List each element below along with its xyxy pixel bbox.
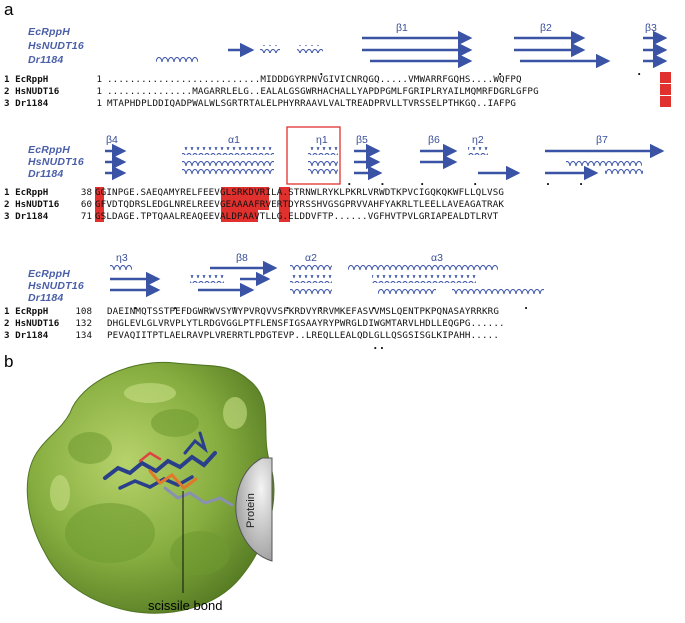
panel-b-letter: b [4, 352, 14, 371]
surface-shading [65, 409, 230, 575]
ss-label: β8 [236, 252, 248, 264]
ss-label: α3 [431, 252, 443, 264]
ss-label: η3 [116, 252, 128, 264]
seq-row-label: 3 Dr1184 [4, 330, 49, 341]
seq-row-label: 1 EcRppH [4, 74, 49, 85]
seq-row-label: 2 HsNUDT16 [4, 199, 60, 210]
protein-partner-label: Protein [245, 493, 257, 528]
helix-dr-b2f [605, 169, 643, 177]
seq-row: DHGLEVLGLVRVPLYTLRDGVGGLPTFLENSFIGSAAYRY… [107, 318, 505, 329]
helix-hs-b3d [290, 275, 332, 283]
panel-a-letter: a [4, 0, 14, 19]
ss-label: β3 [645, 22, 657, 34]
ss-label: β1 [396, 22, 408, 34]
seq-row-label: 2 HsNUDT16 [4, 86, 60, 97]
ss-label: β5 [356, 134, 368, 146]
seq-row: GFVDTQDRSLEDGLNRELREEVGEAAAAFRVERTDYRSSH… [95, 199, 505, 210]
helix-dr-b2b [308, 169, 338, 177]
helix-ec-alpha1 [182, 147, 274, 155]
helix-dr-b3e [452, 286, 544, 294]
conserved-highlight [660, 72, 671, 83]
conserved-highlight [279, 187, 290, 222]
seq-row-label: 3 Dr1184 [4, 211, 49, 222]
helix-hs-b2b [308, 158, 338, 166]
seq-row-start: 71 [80, 211, 92, 222]
ss-label: β2 [540, 22, 552, 34]
ligand-sticks [103, 431, 234, 507]
helix-dr1184-b1 [156, 56, 198, 64]
ss-label: α2 [305, 252, 317, 264]
helix-hs-b1 [260, 45, 280, 53]
ss-label: β7 [596, 134, 608, 146]
surface-highlights [50, 383, 247, 511]
protein-name-hsnudt16: HsNUDT16 [28, 40, 84, 52]
helix-hs-b1b [297, 45, 323, 53]
seq-row: DAEINMQTSSTPEFDGWRWVSYWYPVRQVVSFKRDVYRRV… [107, 306, 500, 317]
helix-ec-eta1 [308, 147, 338, 155]
conserved-highlight [258, 187, 269, 210]
seq-row-label: 3 Dr1184 [4, 98, 49, 109]
ss-label: β6 [428, 134, 440, 146]
seq-row: ...........................MIDDDGYRPNVGI… [107, 74, 522, 85]
helix-hs-b2a [182, 158, 274, 166]
seq-row-start: 1 [96, 86, 102, 97]
ss-label: α1 [228, 134, 240, 146]
seq-row-start: 132 [75, 318, 92, 329]
ss-label: β4 [106, 134, 118, 146]
seq-row: MTAPHDPLDDIQADPWALWLSGRTRTALELPHYRRAAVLV… [107, 98, 517, 109]
conservation-dots: . . . [318, 65, 643, 78]
seq-row-label: 1 EcRppH [4, 187, 49, 198]
helix-ec-eta2 [468, 147, 488, 155]
conserved-highlight [660, 84, 671, 95]
seq-row-label: 2 HsNUDT16 [4, 318, 60, 329]
protein-name-dr1184: Dr1184 [28, 54, 64, 66]
seq-row-start: 134 [75, 330, 92, 341]
seq-row-start: 60 [80, 199, 92, 210]
conservation-dots: . . . . . . . [132, 299, 530, 312]
seq-row-start: 108 [75, 306, 92, 317]
protein-name-ecrpph: EcRppH [28, 26, 71, 38]
helix-ec-alpha2 [290, 264, 332, 272]
seq-row: PEVAQIITPTLAELRAVPLVRERRTLPDGTEVP..LREQL… [107, 330, 500, 341]
seq-row: GGINPGE.SAEQAMYRELFEEVGLSRKDVRILA.STRNWL… [95, 187, 505, 198]
helix-dr-b3c [290, 286, 332, 294]
helix-dr-b3d [378, 286, 436, 294]
conserved-highlight [95, 187, 104, 222]
seq-row: ...............MAGARRLELG..EALALGSGWRHAC… [107, 86, 539, 97]
seq-row-start: 38 [80, 187, 92, 198]
conserved-highlight [660, 96, 671, 107]
helix-ec-alpha3 [348, 264, 498, 272]
protein-name-hsnudt16: HsNUDT16 [28, 280, 84, 292]
conservation-dots: . . . . . . [346, 175, 585, 188]
helix-hs-b3b [190, 275, 224, 283]
helix-hs-b3e [372, 275, 476, 283]
protein-surface-structure [26, 361, 275, 614]
ss-label: η2 [472, 134, 484, 146]
helix-hs-b2e [566, 158, 642, 166]
helix-ec-eta3 [110, 264, 132, 272]
protein-name-ecrpph: EcRppH [28, 268, 71, 280]
scissile-bond-label: scissile bond [148, 598, 223, 613]
ss-label: η1 [316, 134, 328, 146]
conservation-dots: .. [372, 339, 386, 352]
conserved-highlight [221, 187, 258, 222]
protein-name-ecrpph: EcRppH [28, 144, 71, 156]
secondary-structure-graphics [95, 30, 671, 298]
helix-dr-b2a [182, 169, 274, 177]
seq-row-start: 1 [96, 98, 102, 109]
seq-row-label: 1 EcRppH [4, 306, 49, 317]
seq-row-start: 1 [96, 74, 102, 85]
protein-name-hsnudt16: HsNUDT16 [28, 156, 84, 168]
seq-row: GSLDAGE.TPTQAALREAQEEVALDPAAVTLLG.ELDDVF… [95, 211, 499, 222]
protein-partner-shape [235, 457, 273, 562]
protein-name-dr1184: Dr1184 [28, 168, 64, 180]
eta1-highlight-box [286, 126, 341, 185]
protein-name-dr1184: Dr1184 [28, 292, 64, 304]
